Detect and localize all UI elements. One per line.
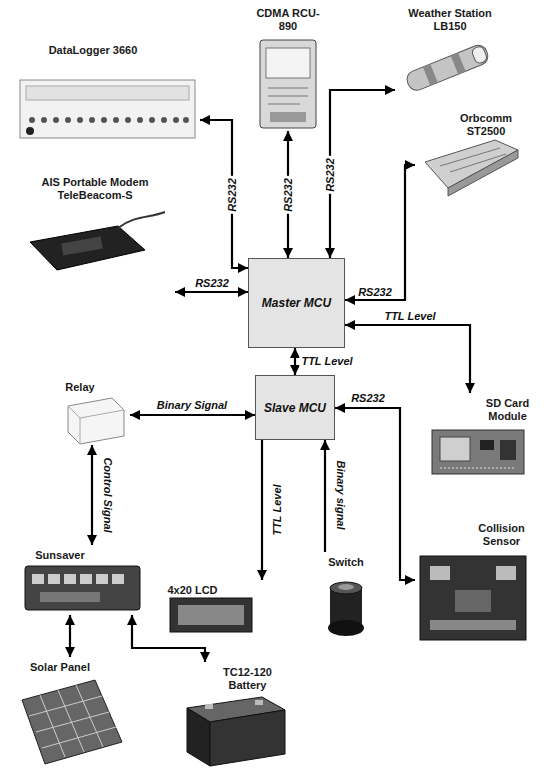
signal-label: Binary Signal [155,399,229,412]
device-node: CDMA RCU-890 [252,3,324,131]
device-node: 4x20 LCD [160,580,268,636]
signal-connector [324,440,326,552]
collision-sensor-picture [420,556,526,640]
signal-label: Control Signal [101,455,114,534]
signal-label: RS232 [282,176,295,214]
device-label: SD Card Module [480,393,535,423]
device-label: Orbcomm ST2500 [450,108,522,138]
mcu-label: Master MCU [258,294,335,312]
signal-label: RS232 [356,286,394,299]
relay-picture [68,398,124,444]
lcd-picture [170,598,252,632]
signal-connector [200,120,248,268]
signal-label: RS232 [193,277,231,290]
signal-connector [330,90,395,258]
device-node: Relay [50,377,130,445]
battery-picture [187,697,285,766]
device-label: DataLogger 3660 [23,40,163,57]
device-label: Relay [50,377,110,394]
device-node: Switch [318,552,374,642]
device-node: AIS Portable Modem TeleBeacom-S [20,172,175,278]
weather-station-picture [404,43,490,93]
signal-connector [335,408,415,580]
signal-label: RS232 [226,176,239,214]
device-label: TC12-120 Battery [215,662,280,692]
device-label: Switch [318,552,374,569]
signal-connector [175,291,248,293]
signal-connector [91,445,93,545]
signal-connector [345,165,415,300]
signal-label: Binary signal [334,458,347,531]
ais-modem-picture [30,212,165,270]
mcu-label: Slave MCU [260,399,330,417]
signal-label: RS232 [324,156,337,194]
device-node: Collision Sensor [415,518,533,643]
device-label: 4x20 LCD [160,580,225,597]
cdma-picture [260,40,316,128]
device-label: CDMA RCU-890 [252,3,324,33]
orbcomm-picture [425,140,518,196]
sd-card-picture [432,430,524,474]
solar-panel-picture [22,680,122,764]
sunsaver-picture [25,566,140,610]
datalogger-picture [20,80,195,138]
mcu-box: Master MCU [248,258,345,348]
signal-label: TTL Level [271,482,284,537]
device-label: Sunsaver [25,545,95,562]
device-node: DataLogger 3660 [15,40,200,145]
device-label: Weather Station LB150 [405,3,495,33]
signal-connector [132,615,205,662]
device-node: SD Card Module [425,393,537,478]
device-node: Orbcomm ST2500 [415,108,525,192]
signal-connector [294,348,296,375]
device-label: Collision Sensor [470,518,533,548]
device-label: AIS Portable Modem TeleBeacom-S [25,172,165,202]
signal-label: TTL Level [299,355,354,368]
mcu-box: Slave MCU [255,375,335,440]
signal-connector [261,440,263,580]
device-node: Weather Station LB150 [395,3,495,100]
device-node: TC12-120 Battery [180,662,290,768]
signal-label: TTL Level [382,310,437,323]
signal-connector [345,325,470,393]
device-node: Solar Panel [15,657,125,767]
switch-picture [328,582,364,636]
signal-connector [69,615,71,657]
device-label: Solar Panel [25,657,95,674]
signal-connector [130,414,255,416]
signal-label: RS232 [349,392,387,405]
device-node: Sunsaver [20,545,145,615]
